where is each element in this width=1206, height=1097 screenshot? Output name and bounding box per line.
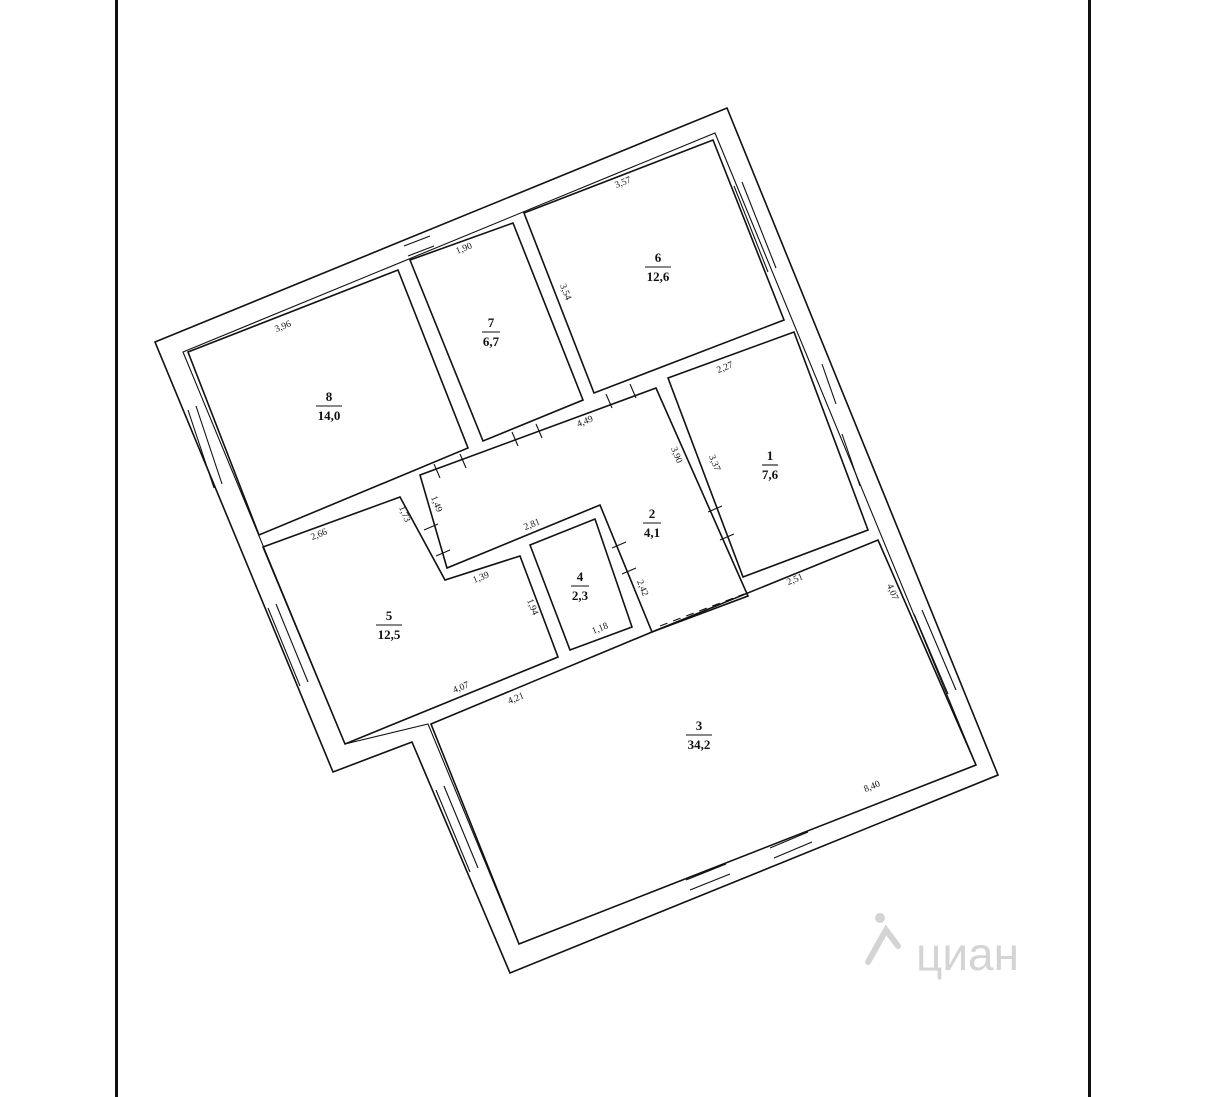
door-marks — [423, 383, 735, 575]
room-2-number: 2 — [649, 506, 656, 521]
room-4-outline — [528, 517, 634, 652]
room-3-number: 3 — [696, 718, 703, 733]
dim-r8-top: 3,96 — [274, 319, 293, 335]
room-2-area: 4,1 — [644, 525, 660, 540]
room-1-area: 7,6 — [762, 467, 779, 482]
room-7-area: 6,7 — [483, 334, 500, 349]
room-8-number: 8 — [326, 389, 333, 404]
opening-dashed — [659, 593, 745, 627]
room-5-area: 12,5 — [378, 627, 401, 642]
room-4-area: 2,3 — [572, 588, 589, 603]
dim-r3-bottom: 8,40 — [863, 779, 882, 795]
room-labels: 1 7,6 2 4,1 3 34,2 4 2,3 5 12,5 6 12,6 7… — [316, 250, 779, 752]
dimension-labels: 3,96 1,90 3,57 3,54 2,27 3,37 4,49 3,90 … — [274, 175, 900, 795]
dim-r2-right: 3,90 — [668, 446, 684, 465]
right-frame-line — [1088, 0, 1091, 1097]
dim-r5-notch: 1,73 — [396, 505, 412, 524]
dim-r5-step: 1,39 — [472, 570, 491, 586]
room-6-area: 12,6 — [647, 269, 670, 284]
dim-r3-top-right: 2,51 — [786, 572, 805, 588]
outer-wall — [153, 106, 1000, 975]
room-3-outline — [429, 538, 978, 946]
room-7-outline — [408, 221, 585, 443]
room-6-number: 6 — [655, 250, 662, 265]
room-8-area: 14,0 — [318, 408, 341, 423]
watermark-text: циан — [916, 928, 1019, 980]
room-4-number: 4 — [577, 569, 584, 584]
watermark-logo-icon — [865, 913, 901, 965]
dim-r1-left: 3,37 — [706, 454, 722, 473]
dim-r3-top-left: 4,21 — [507, 691, 526, 707]
room-5-outline — [261, 496, 560, 746]
room-5-number: 5 — [386, 608, 393, 623]
watermark: циан — [865, 913, 1019, 980]
room-1-number: 1 — [767, 448, 774, 463]
inner-wall — [182, 132, 977, 945]
room-1-outline — [666, 330, 870, 579]
room-7-number: 7 — [488, 315, 495, 330]
dim-r6-left: 3,54 — [557, 283, 573, 302]
dim-r1-top: 2,27 — [716, 360, 735, 376]
room-3-area: 34,2 — [688, 737, 711, 752]
dim-r4-bottom: 1,18 — [591, 621, 610, 637]
left-frame-line — [115, 0, 118, 1097]
room-6-outline — [522, 138, 786, 395]
windows — [187, 181, 957, 891]
room-8-outline — [186, 268, 470, 537]
